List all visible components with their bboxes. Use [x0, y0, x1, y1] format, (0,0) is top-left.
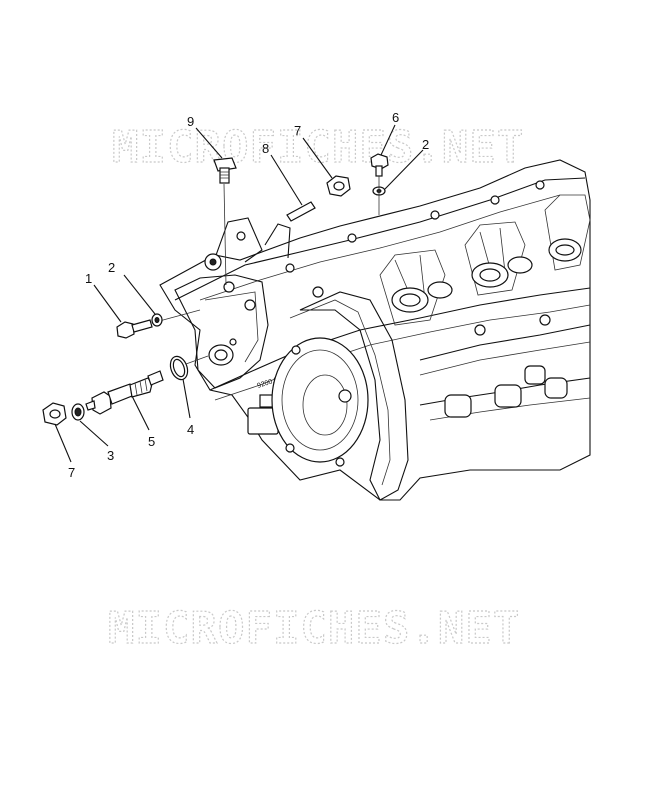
callout-4: 4 — [187, 422, 194, 437]
part-4-o-ring — [169, 355, 209, 381]
part-5-sender — [85, 370, 164, 415]
leader-lines — [54, 124, 424, 463]
part-1-bolt — [116, 309, 201, 339]
part-2-washer-top — [372, 176, 386, 215]
part-7-nut-top — [326, 175, 351, 197]
callout-8: 8 — [262, 141, 269, 156]
callout-6: 6 — [392, 110, 399, 125]
end-cover-plate — [271, 291, 409, 501]
part-8-pin — [286, 201, 316, 222]
callout-1: 1 — [85, 271, 92, 286]
callout-7-bottom: 7 — [68, 465, 75, 480]
callout-9: 9 — [187, 114, 194, 129]
watermark-top: MICROFICHES.NET — [112, 122, 524, 173]
callout-3: 3 — [107, 448, 114, 463]
part-6-bolt — [370, 153, 389, 177]
watermark-bottom: MICROFICHES.NET — [108, 603, 520, 654]
callout-5: 5 — [148, 434, 155, 449]
part-7-nut-bottom — [42, 402, 67, 426]
part-3-washer — [71, 403, 85, 421]
callout-7-top: 7 — [294, 123, 301, 138]
cylinder-head: 9200.87 — [159, 159, 591, 501]
callout-2-left: 2 — [108, 260, 115, 275]
part-9-bolt — [213, 157, 237, 286]
part-2-washer-left — [151, 313, 163, 327]
callout-2-top: 2 — [422, 137, 429, 152]
